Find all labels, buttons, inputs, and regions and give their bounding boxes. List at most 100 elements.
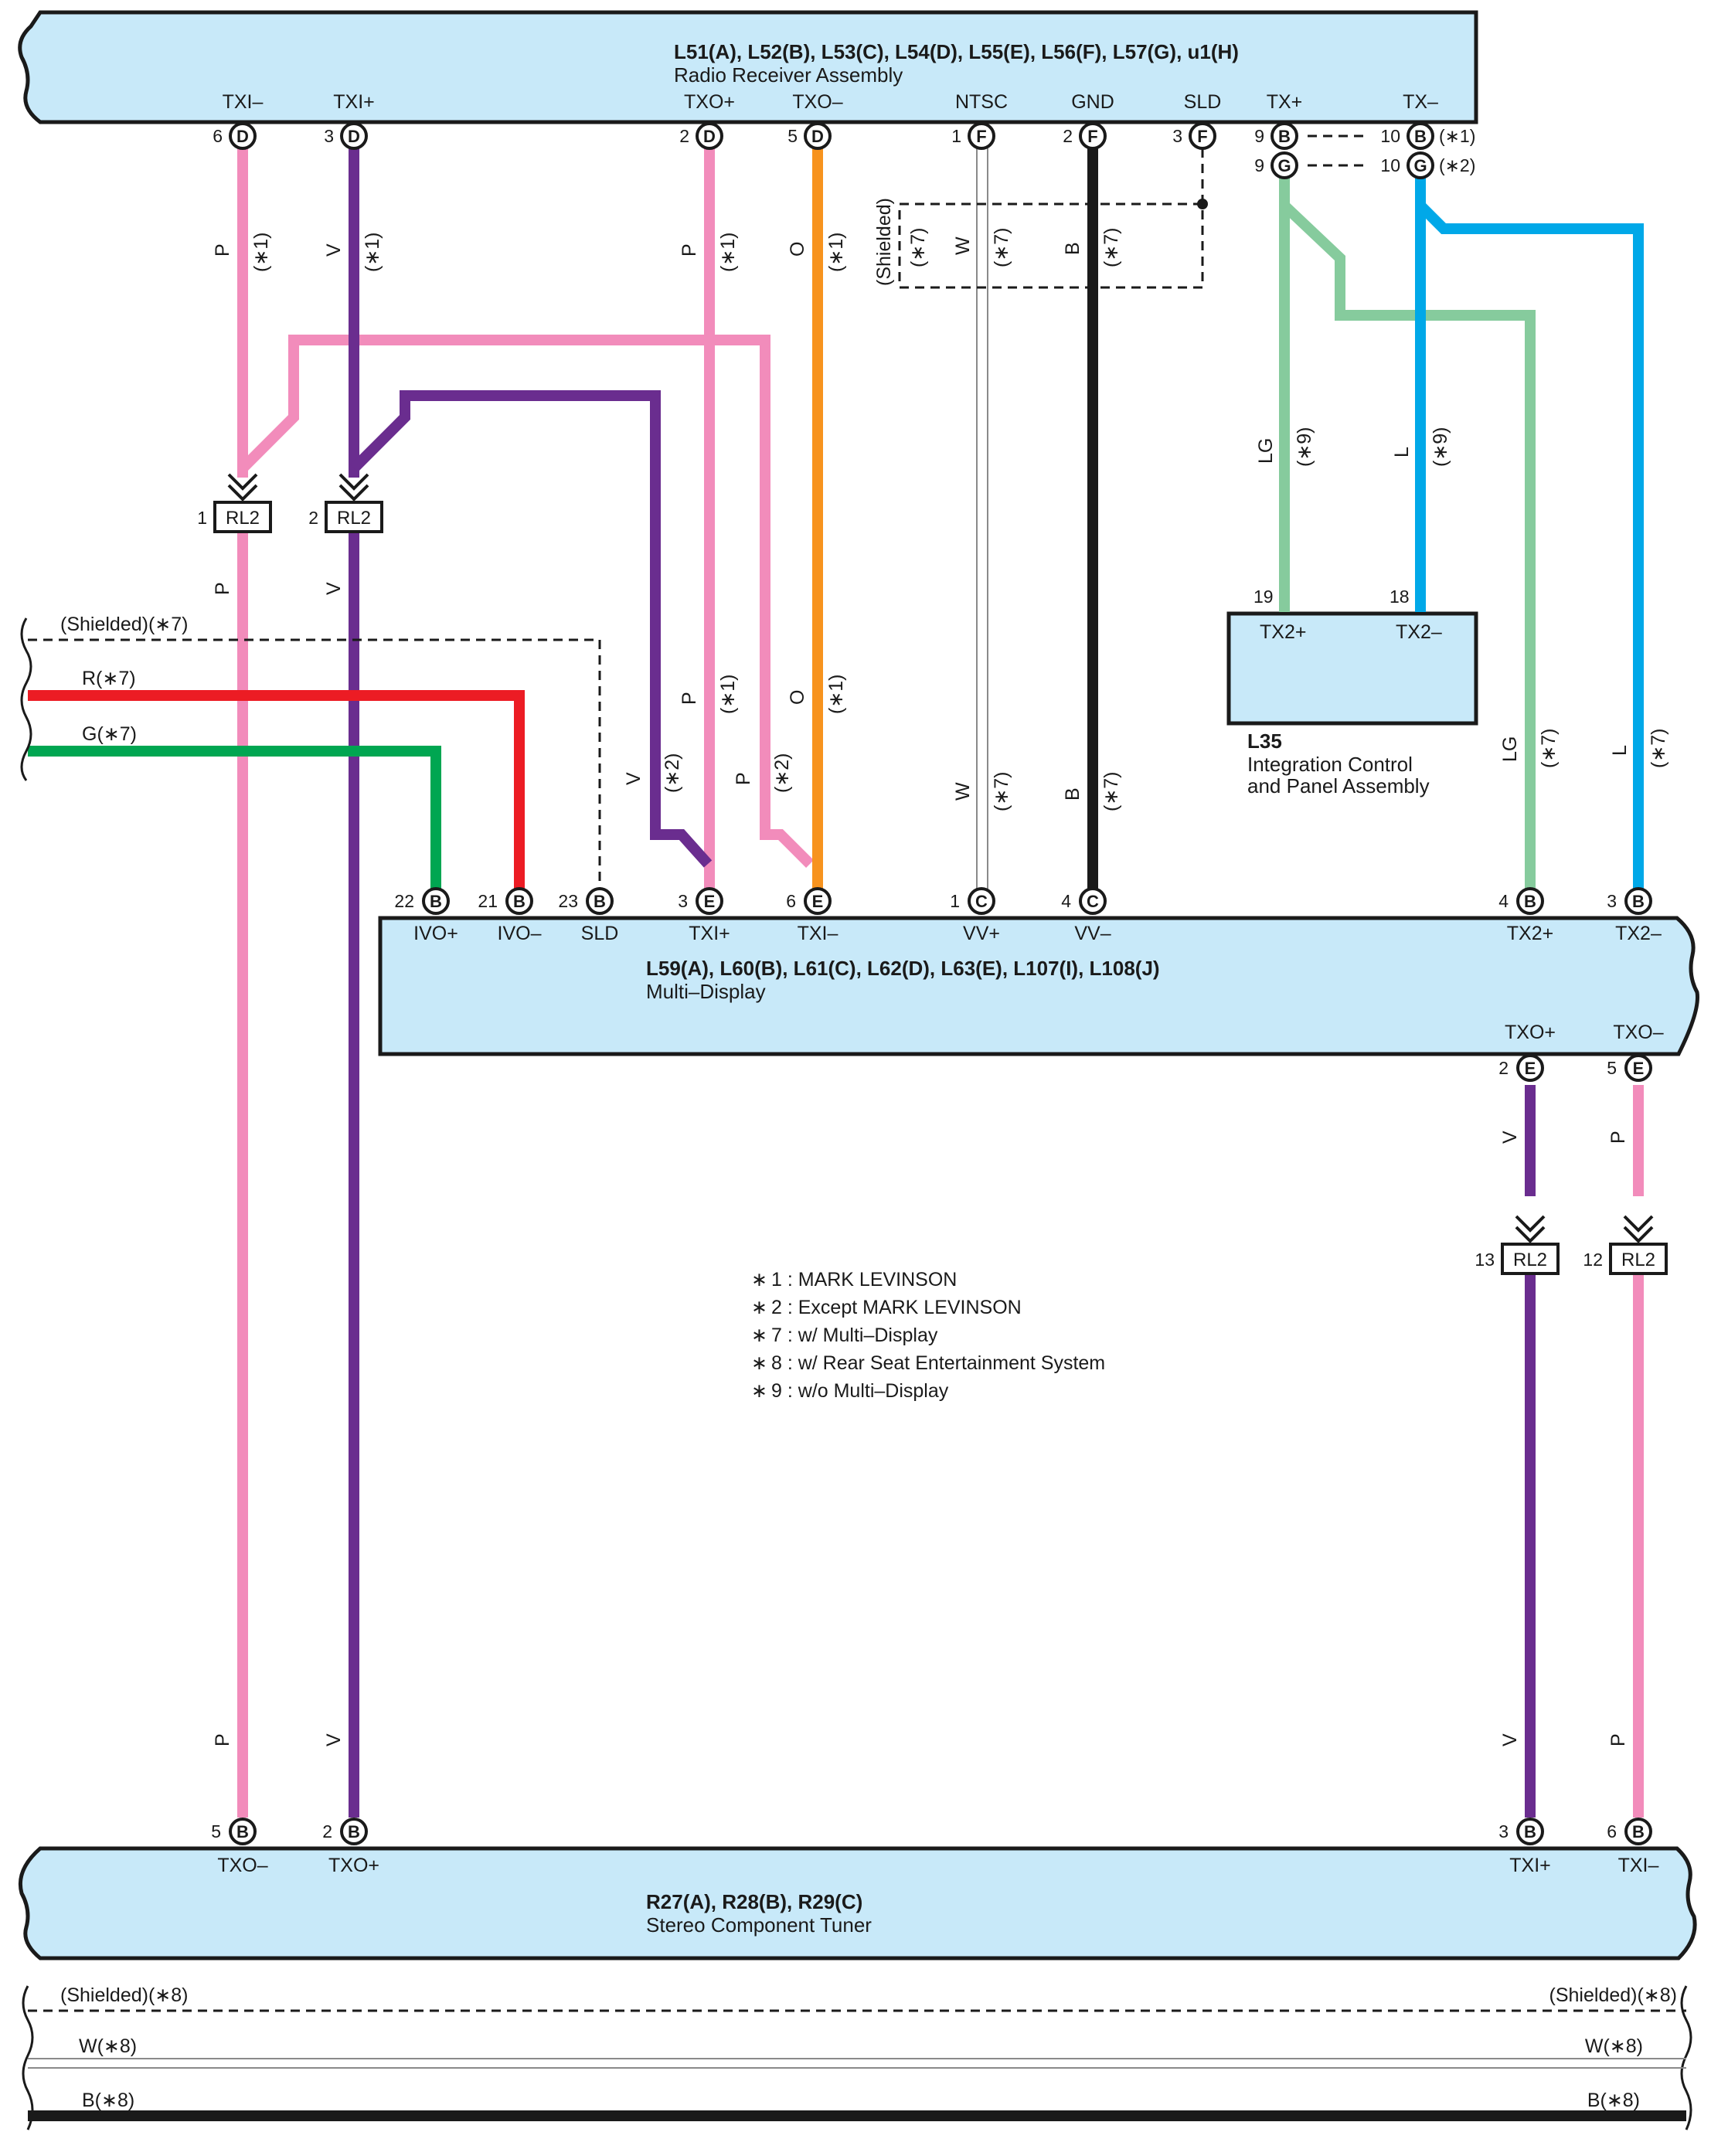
wire-code: V — [323, 243, 345, 257]
tuner-sig: TXI+ — [1509, 1855, 1551, 1876]
wire-code: (∗1) — [825, 232, 847, 272]
wire-code: (∗7) — [1648, 728, 1669, 768]
wire-code: O — [787, 242, 808, 257]
rl2-chevron-icon — [227, 484, 258, 502]
rl2-num: 2 — [308, 508, 318, 528]
wire-blue-radio-tx-minus — [1415, 178, 1644, 892]
wire-code: (∗7) — [991, 227, 1012, 267]
note-text: 9 : w/o Multi–Display — [771, 1380, 949, 1402]
multi-pin-circle — [505, 887, 533, 915]
radio-pin-circle — [696, 122, 723, 150]
icp-sig-18: TX2– — [1396, 621, 1442, 643]
radio-pin-conn: D — [348, 127, 360, 146]
stereo-tuner-body — [18, 1846, 1697, 1960]
multi-pin-circle — [696, 887, 723, 915]
wire-code: B — [1062, 787, 1083, 801]
multi-pin-num: 3 — [1607, 891, 1617, 911]
multi-pin-num: 4 — [1061, 891, 1071, 911]
radio-pin-conn: D — [236, 127, 249, 146]
rl2-label: RL2 — [1621, 1250, 1655, 1270]
multi-sig: VV+ — [963, 923, 1000, 944]
wire-code: (∗1) — [717, 674, 739, 714]
tuner-pin-num: 2 — [322, 1821, 332, 1841]
tuner-sig: TXO– — [217, 1855, 267, 1876]
wire-code: L — [1609, 745, 1631, 756]
wire-green-ivo-plus — [28, 746, 441, 892]
radio-sig-tx-minus: TX– — [1403, 91, 1438, 113]
multi-sig: TXI+ — [689, 923, 730, 944]
wire-code: B — [1062, 242, 1083, 255]
wire-code: (∗9) — [1294, 427, 1315, 467]
multi-pin-circle — [804, 887, 832, 915]
multi-pin-conn: B — [1632, 892, 1645, 911]
multi-pin-conn: B — [594, 892, 606, 911]
left-break-mark — [20, 617, 32, 781]
radio-pin-conn: B — [1414, 127, 1427, 146]
rl2-num: 12 — [1583, 1250, 1603, 1270]
rl2-chevron-icon — [1515, 1215, 1546, 1233]
radio-note-2: (∗2) — [1439, 155, 1475, 175]
bottom-w-label-left: W(∗8) — [79, 2035, 137, 2057]
radio-pin-conn: F — [1197, 127, 1207, 146]
multi-pin-num: 23 — [558, 891, 578, 911]
multi-pin-circle — [1079, 887, 1107, 915]
multi-sig: SLD — [581, 923, 619, 944]
wire-code-labels: P (∗1) V (∗1) P (∗1) O (∗1) (Shielded) (… — [212, 198, 1669, 1746]
radio-sig-txo-minus: TXO– — [792, 91, 842, 113]
wire-code: P — [679, 692, 700, 705]
radio-pin-circle — [1079, 122, 1107, 150]
wire-code: V — [323, 582, 345, 595]
notes-legend: ∗ 1 : MARK LEVINSON ∗ 2 : Except MARK LE… — [751, 1269, 1105, 1402]
rl2-label: RL2 — [226, 508, 260, 529]
multi-pin-num: 22 — [394, 891, 414, 911]
multi-pin-conn: C — [1087, 892, 1099, 911]
shield-radio-ntsc — [898, 202, 1204, 289]
wire-code: (∗7) — [1100, 227, 1122, 267]
radio-pin-circle — [1270, 122, 1298, 150]
wire-code: (∗1) — [717, 232, 739, 272]
multi-pin-num: 1 — [950, 891, 960, 911]
tuner-pin-circle — [1516, 1818, 1544, 1845]
tuner-pin-conn: B — [348, 1822, 360, 1841]
rl2-box — [1501, 1243, 1560, 1275]
radio-pin-conn: G — [1277, 156, 1291, 175]
multi-pin-conn: B — [1524, 892, 1536, 911]
wire-code: (∗2) — [771, 753, 793, 793]
tuner-pin-circle — [1624, 1818, 1652, 1845]
wire-code: P — [1607, 1131, 1629, 1144]
wire-code: P — [1607, 1733, 1629, 1746]
rl2-label: RL2 — [337, 508, 371, 529]
rl2-box — [1609, 1243, 1668, 1275]
multi-pin-conn: C — [975, 892, 988, 911]
rl2-label: RL2 — [1513, 1250, 1547, 1270]
multi-display-body — [378, 916, 1699, 1056]
multi-sig: IVO+ — [413, 923, 458, 944]
wire-code: (∗7) — [991, 771, 1012, 811]
tuner-pin-group: B 5 TXO– B 2 TXO+ B 3 TXI+ B 6 TXI– — [211, 1818, 1658, 1876]
radio-sig-sld: SLD — [1184, 91, 1222, 113]
tuner-pin-num: 5 — [211, 1821, 221, 1841]
radio-pin-conn: D — [703, 127, 716, 146]
tuner-pin-conn: B — [1524, 1822, 1536, 1841]
rl2-num: 13 — [1475, 1250, 1495, 1270]
radio-pin-circle — [1407, 151, 1434, 179]
tuner-subtitle: Stereo Component Tuner — [646, 1913, 872, 1937]
rl2-box — [213, 501, 272, 533]
multi-pin-circle — [1516, 887, 1544, 915]
multi-pin-group: B 22 IVO+ B 21 IVO– B 23 SLD E 3 TXI+ E … — [394, 887, 1664, 1082]
wire-code: (∗7) — [907, 227, 929, 267]
radio-sig-txi-minus: TXI– — [223, 91, 264, 113]
icp-subtitle-1: Integration Control — [1247, 753, 1413, 776]
tuner-pin-num: 3 — [1498, 1821, 1509, 1841]
rl2-box — [325, 501, 383, 533]
wire-code: L — [1391, 447, 1413, 457]
rl2-chevron-icon — [1623, 1226, 1654, 1243]
multi-title: L59(A), L60(B), L61(C), L62(D), L63(E), … — [646, 957, 1160, 980]
wire-violet-crossover — [350, 390, 713, 868]
icp-subtitle-2: and Panel Assembly — [1247, 774, 1430, 797]
multi-sig: TXO– — [1613, 1022, 1663, 1043]
rl2-chevron-icon — [1515, 1226, 1546, 1243]
radio-pin-circle — [1407, 122, 1434, 150]
multi-pin-circle — [968, 887, 995, 915]
